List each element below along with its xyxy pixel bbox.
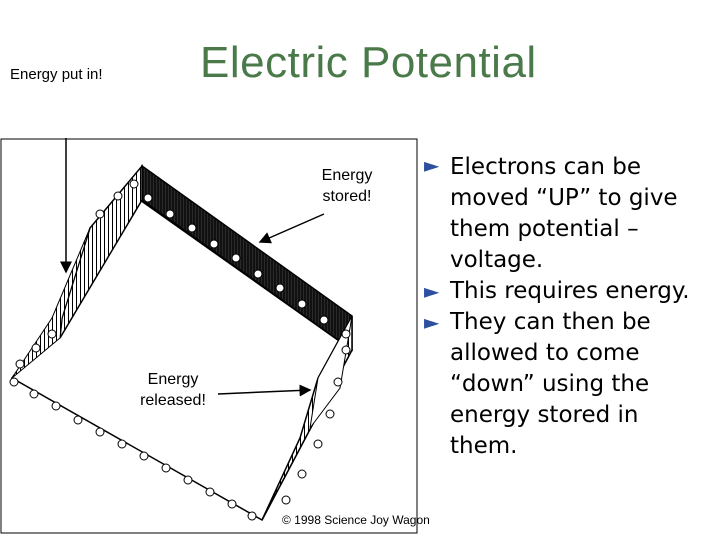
bullet-text: Electrons can be moved “UP” to give them… xyxy=(450,152,710,276)
bullet-text: They can then be allowed to come “down” … xyxy=(450,309,651,459)
bullet-list: ► Electrons can be moved “UP” to give th… xyxy=(420,122,710,462)
bullet-text: This requires energy. xyxy=(450,278,690,304)
energy-stored-label: Energy stored! xyxy=(312,166,382,208)
bullet-item: ► Electrons can be moved “UP” to give th… xyxy=(420,152,710,276)
bullet-arrow-icon: ► xyxy=(424,150,439,181)
slide-title: Electric Potential xyxy=(200,38,537,88)
energy-put-in-label: Energy put in! xyxy=(10,66,103,83)
bullet-item: ► This requires energy. xyxy=(420,276,710,307)
bullet-item: ► They can then be allowed to come “down… xyxy=(420,307,710,462)
bullet-arrow-icon: ► xyxy=(424,307,439,338)
energy-stored-arrow xyxy=(260,214,324,242)
bullet-arrow-icon: ► xyxy=(424,276,439,307)
copyright-credit: © 1998 Science Joy Wagon xyxy=(282,513,430,527)
energy-released-label: Energy released! xyxy=(128,370,218,412)
